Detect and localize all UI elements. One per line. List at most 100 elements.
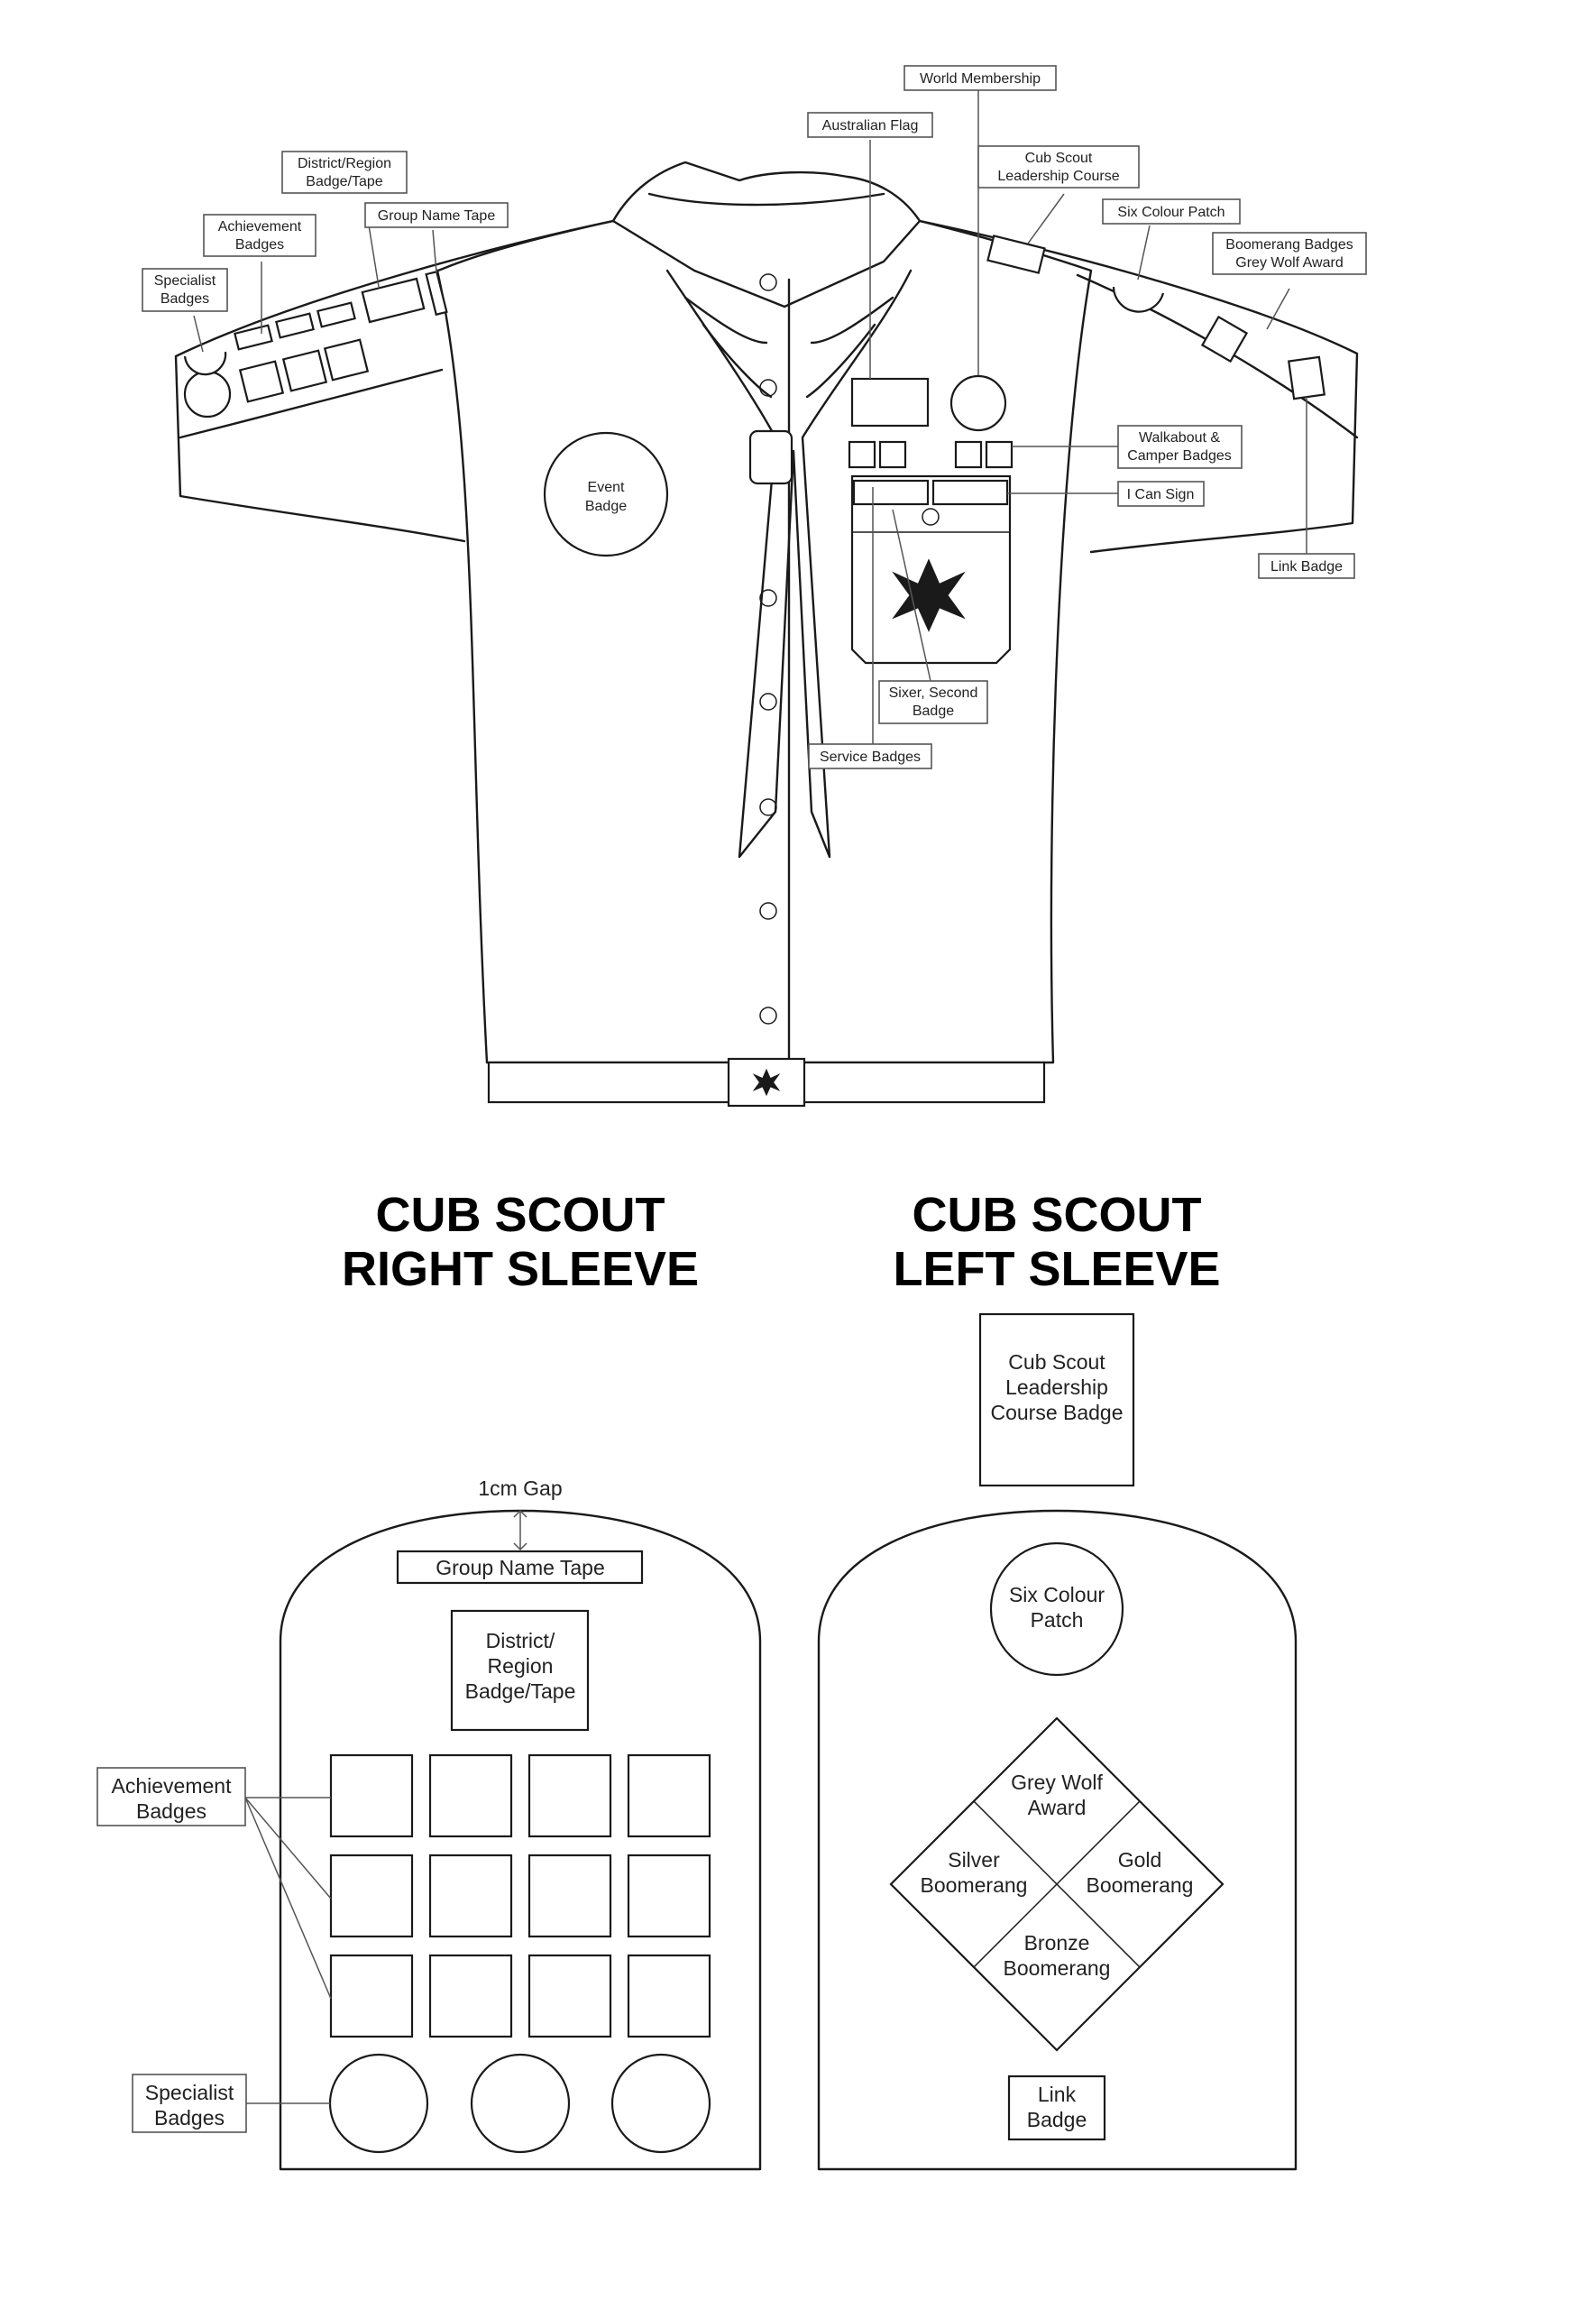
right-sleeve-title: RIGHT SLEEVE [342, 1242, 699, 1296]
rs-achievement-slot [627, 1753, 711, 1838]
australian-flag-slot [850, 377, 930, 428]
svg-text:Badge: Badge [913, 704, 954, 719]
rs-achievement-slot [527, 1854, 612, 1938]
ls-link-badge [1007, 2074, 1106, 2141]
svg-text:Specialist: Specialist [154, 273, 216, 289]
svg-text:World Membership: World Membership [920, 71, 1041, 87]
rs-district-region [450, 1609, 590, 1732]
achievement-badge-slot [316, 301, 356, 328]
right-sleeve-title: CUB SCOUT [376, 1188, 665, 1242]
rs-achievement-slot [428, 1753, 513, 1838]
service-badge-slot [878, 440, 907, 469]
ls-grey-wolf-label: Grey Wolf [1011, 1771, 1103, 1794]
right-sleeve-section: CUB SCOUT RIGHT SLEEVE 1cm Gap Group Nam… [96, 1188, 762, 2171]
specialist-badge-slot [183, 351, 227, 376]
rs-achievement-slot [428, 1954, 513, 2038]
rs-achievement-slot [627, 1954, 711, 2038]
ls-six-colour-patch [989, 1541, 1124, 1677]
boomerang-badges-slot [1200, 315, 1249, 363]
district-region-slot [361, 277, 426, 324]
button [759, 693, 777, 711]
pocket-button [922, 508, 940, 526]
ls-grey-wolf-label: Award [1028, 1796, 1087, 1819]
ls-silver-label: Boomerang [921, 1873, 1028, 1897]
label-event-badge: Event Badge [585, 480, 627, 514]
label-service-badges: Service Badges [808, 743, 932, 769]
button [759, 379, 777, 397]
walkabout-badge-slot [985, 440, 1014, 469]
rs-achievement-slot [527, 1954, 612, 2038]
svg-text:Badges: Badges [161, 291, 209, 307]
rs-achievement-slot [329, 1753, 414, 1838]
rs-achievement-leader [244, 1797, 332, 2000]
svg-text:Leadership Course: Leadership Course [997, 169, 1119, 184]
event-badge-circle [543, 431, 669, 557]
ls-gold-label: Gold [1118, 1848, 1162, 1872]
svg-text:Badge: Badge [585, 499, 627, 514]
label-achievement-badges: Achievement Badges [203, 214, 316, 257]
rs-achievement-slot [329, 1854, 414, 1938]
rs-achievement-grid [329, 1753, 711, 2038]
rs-group-name-tape [396, 1550, 644, 1585]
ls-six-colour-label: Patch [1031, 1608, 1084, 1632]
rs-specialist-label: Specialist [145, 2081, 234, 2104]
rs-achievement-label: Achievement [112, 1774, 233, 1798]
rs-specialist-label-box [132, 2074, 247, 2133]
left-sleeve-outline [817, 1509, 1298, 2171]
i-can-sign-slot [852, 479, 930, 506]
button [759, 589, 777, 607]
rs-specialist-slot [470, 2053, 571, 2154]
label-i-can-sign: I Can Sign [1117, 481, 1205, 507]
ls-leadership-course-badge [978, 1312, 1135, 1487]
neckerchief-folds [683, 296, 894, 399]
label-sixer-second: Sixer, Second Badge [878, 680, 988, 724]
shirt-collar [611, 161, 922, 308]
label-boomerang-badges: Boomerang Badges Grey Wolf Award [1212, 232, 1367, 275]
label-link-badge: Link Badge [1258, 553, 1355, 579]
label-world-membership: World Membership [903, 65, 1057, 91]
ls-silver-label: Silver [948, 1848, 1000, 1872]
svg-text:Badge/Tape: Badge/Tape [306, 174, 383, 189]
svg-text:District/Region: District/Region [298, 156, 391, 171]
achievement-badge-slot [281, 349, 328, 392]
left-sleeve-title: CUB SCOUT [913, 1188, 1202, 1242]
rs-achievement-slot [627, 1854, 711, 1938]
label-specialist-badges: Specialist Badges [142, 268, 228, 312]
label-walkabout-camper: Walkabout & Camper Badges [1117, 425, 1243, 469]
svg-text:Camper Badges: Camper Badges [1127, 448, 1232, 464]
label-six-colour-patch: Six Colour Patch [1102, 198, 1241, 225]
shirt-sleeve-viewer-left [174, 219, 615, 543]
link-badge-slot [1288, 355, 1325, 400]
left-sleeve-title: LEFT SLEEVE [893, 1242, 1220, 1296]
specialist-badge-slot [183, 370, 232, 419]
rs-specialist-slot [610, 2053, 711, 2154]
rs-achievement-slot [527, 1753, 612, 1838]
svg-text:Event: Event [588, 480, 625, 495]
gap-label: 1cm Gap [478, 1476, 562, 1500]
button [759, 798, 777, 816]
gap-arrow-icon [513, 1509, 527, 1551]
svg-text:Sixer, Second: Sixer, Second [889, 685, 978, 701]
woggle [748, 429, 793, 485]
collar-inner [647, 192, 885, 207]
ls-diamond-dividers [973, 1800, 1141, 1968]
button [759, 1007, 777, 1025]
ls-link-label: Link [1038, 2083, 1077, 2106]
ls-six-colour-label: Six Colour [1009, 1583, 1105, 1606]
svg-text:Service Badges: Service Badges [820, 750, 921, 765]
ls-leadership-label: Course Badge [990, 1401, 1123, 1424]
achievement-badge-slot [238, 360, 285, 403]
achievement-badge-slot [323, 338, 370, 382]
achievement-badge-slot [275, 312, 315, 339]
shirt-illustration: World Membership Australian Flag Cub Sco… [142, 65, 1367, 1108]
group-name-tape-slot [425, 270, 448, 317]
rs-specialist-row [328, 2053, 711, 2154]
svg-text:Group Name Tape: Group Name Tape [378, 208, 496, 224]
six-colour-patch-slot [1112, 286, 1165, 313]
world-membership-slot [949, 374, 1007, 432]
shirt-buttons [759, 273, 777, 1025]
rs-achievement-slot [428, 1854, 513, 1938]
svg-text:Link Badge: Link Badge [1270, 559, 1343, 575]
svg-text:Cub Scout: Cub Scout [1025, 151, 1093, 166]
ls-gold-label: Boomerang [1087, 1873, 1194, 1897]
